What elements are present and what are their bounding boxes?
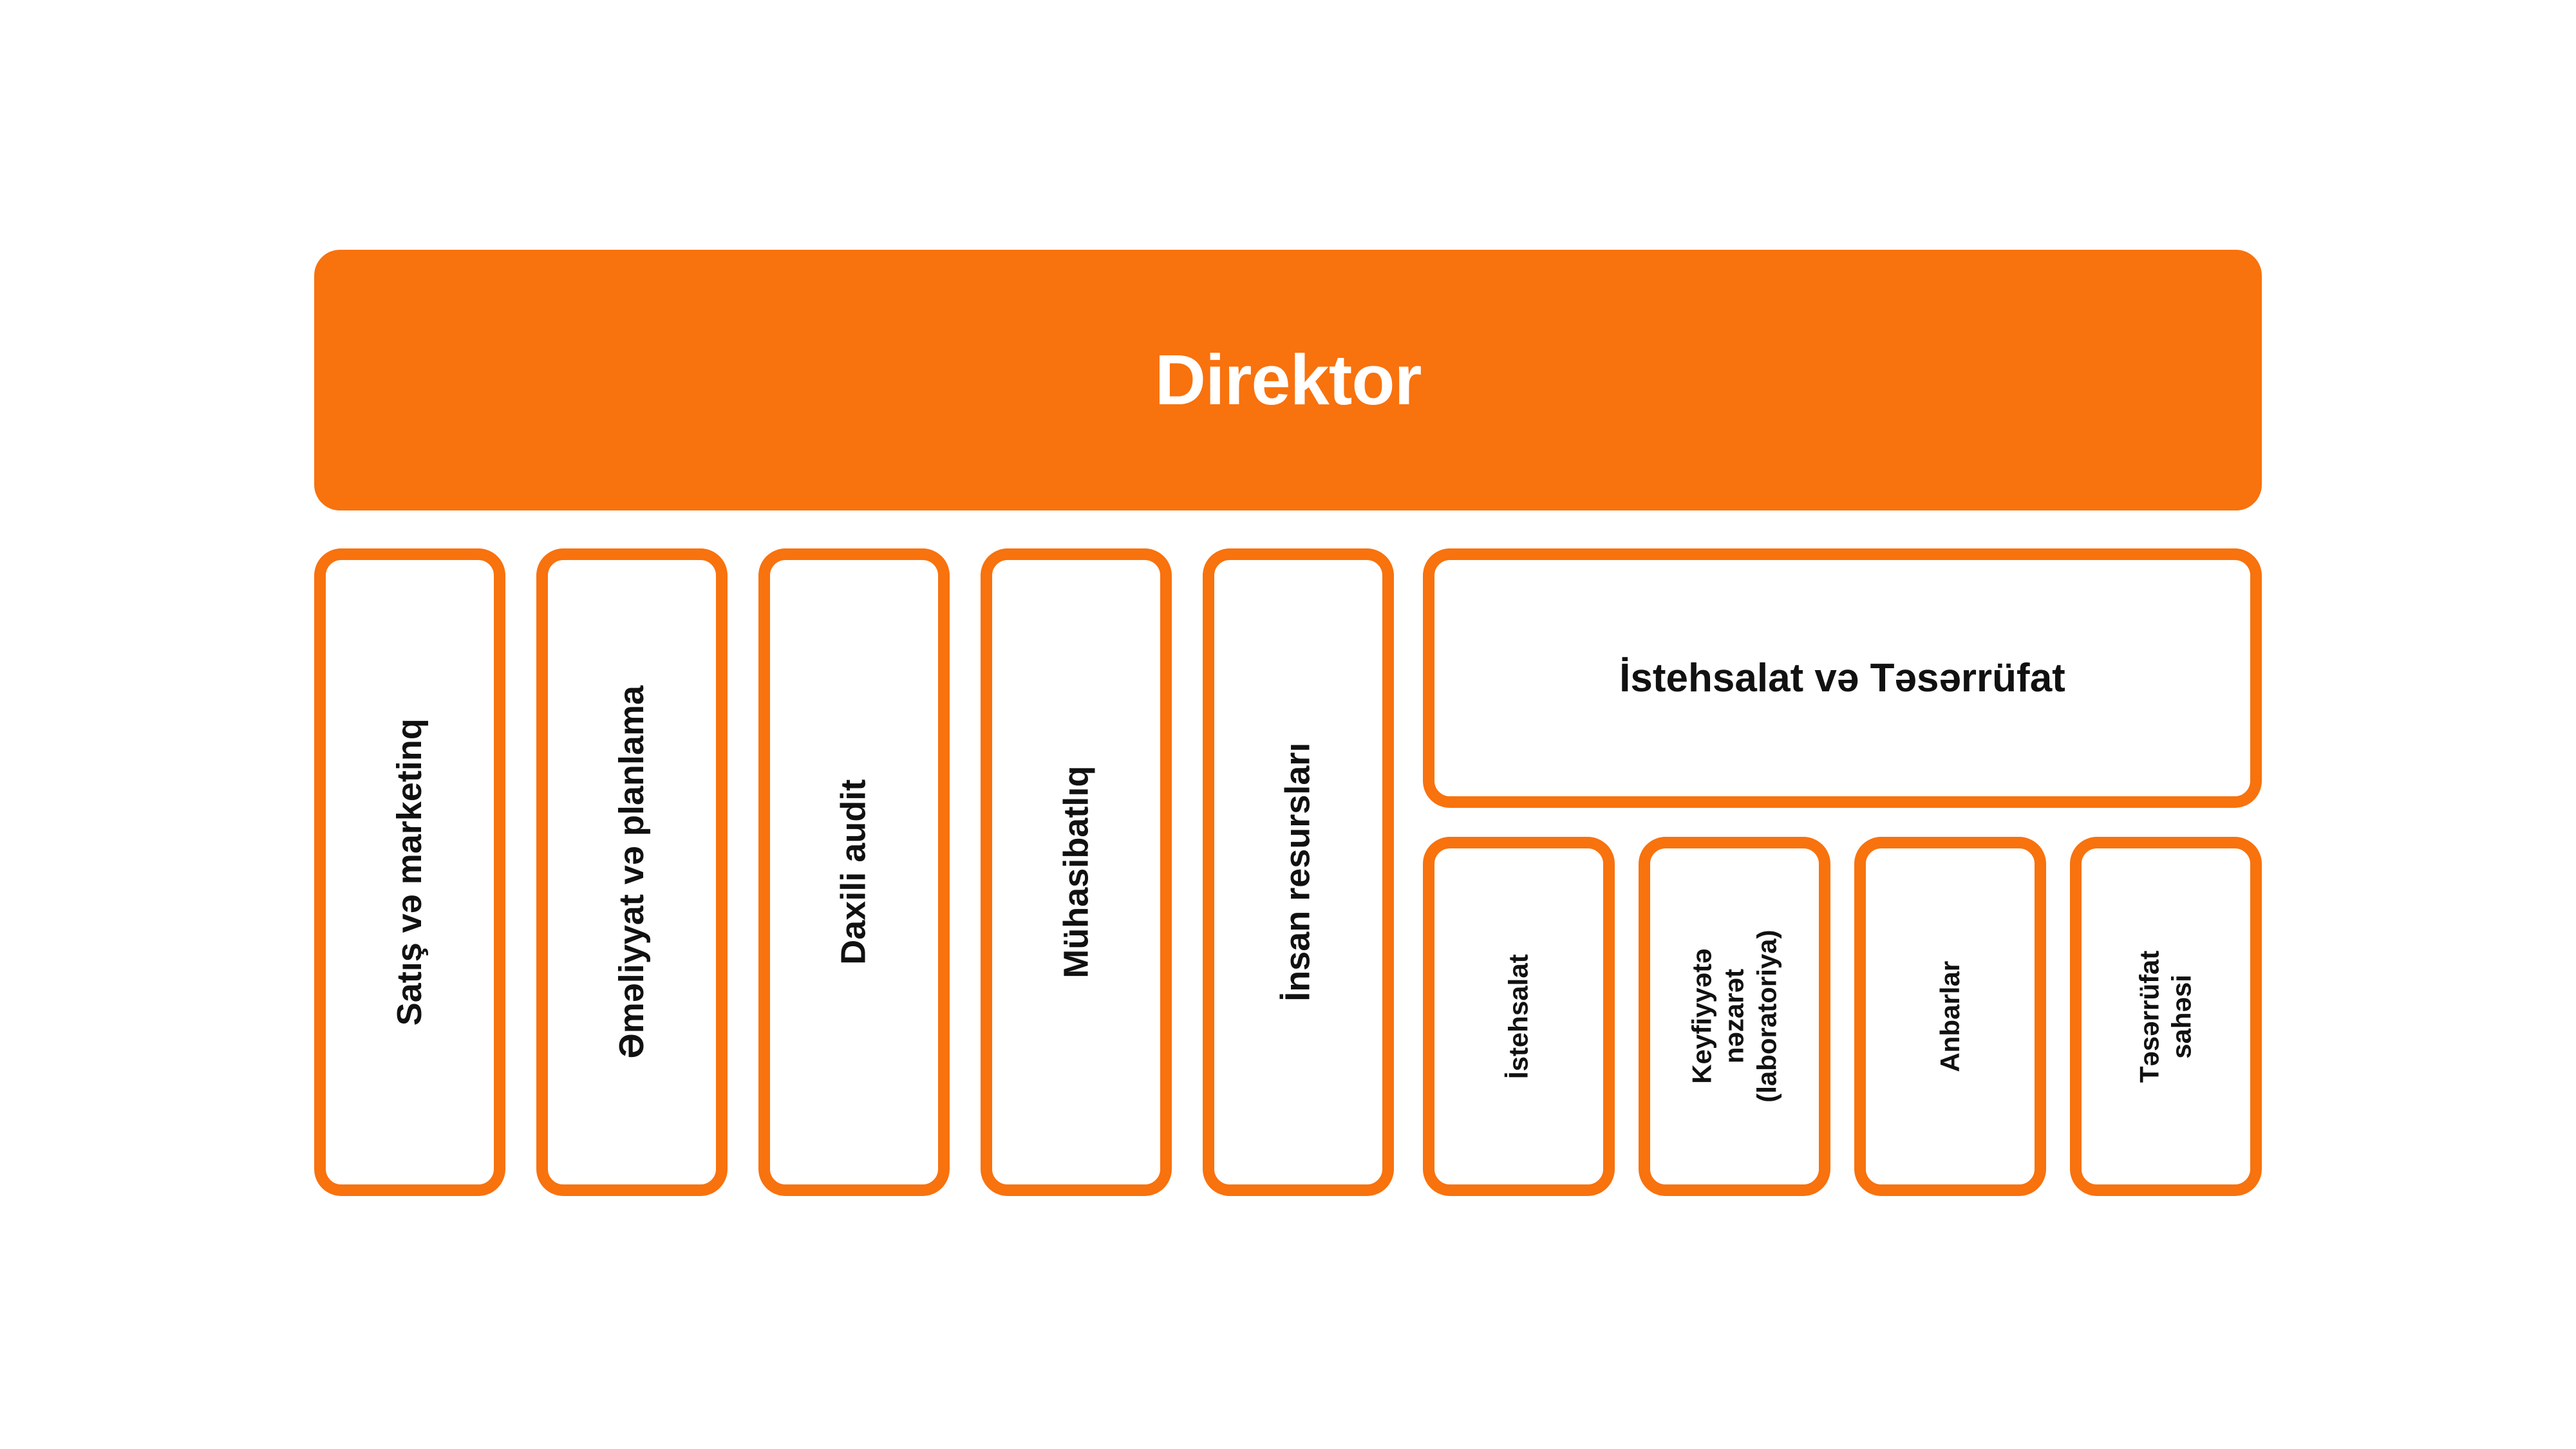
node-muhasibatliq: Mühasibatlıq xyxy=(981,548,1172,1196)
node-satis-ve-marketinq: Satış və marketinq xyxy=(314,548,505,1196)
node-anbarlar-label: Anbarlar xyxy=(1934,960,1965,1072)
node-istehsalat-ve-teserrufat: İstehsalat və Təsərrüfat xyxy=(1423,548,2262,808)
node-istehsalat-label: İstehsalat xyxy=(1503,954,1534,1079)
node-istehsalat-ve-teserrufat-label: İstehsalat və Təsərrüfat xyxy=(1619,656,2065,700)
node-satis-ve-marketinq-label: Satış və marketinq xyxy=(390,718,429,1026)
node-insan-resurslari: İnsan resursları xyxy=(1203,548,1394,1196)
node-emeliyyat-ve-planlama-label: Əməliyyat və planlama xyxy=(612,686,651,1059)
node-emeliyyat-ve-planlama: Əməliyyat və planlama xyxy=(536,548,728,1196)
node-anbarlar: Anbarlar xyxy=(1854,837,2046,1196)
node-direktor: Direktor xyxy=(314,250,2262,510)
node-muhasibatliq-label: Mühasibatlıq xyxy=(1056,765,1095,978)
node-insan-resurslari-label: İnsan resursları xyxy=(1278,742,1317,1002)
node-teserrufat-sahesi: Təsərrüfat sahəsi xyxy=(2070,837,2262,1196)
node-direktor-label: Direktor xyxy=(1154,341,1422,420)
node-daxili-audit: Daxili audit xyxy=(758,548,950,1196)
node-teserrufat-sahesi-label: Təsərrüfat sahəsi xyxy=(2134,950,2197,1083)
node-keyfiyyete-nezaret-label: Keyfiyyətə nəzarət (laboratoriya) xyxy=(1686,930,1782,1103)
node-daxili-audit-label: Daxili audit xyxy=(834,779,873,966)
node-istehsalat: İstehsalat xyxy=(1423,837,1615,1196)
node-keyfiyyete-nezaret: Keyfiyyətə nəzarət (laboratoriya) xyxy=(1639,837,1830,1196)
